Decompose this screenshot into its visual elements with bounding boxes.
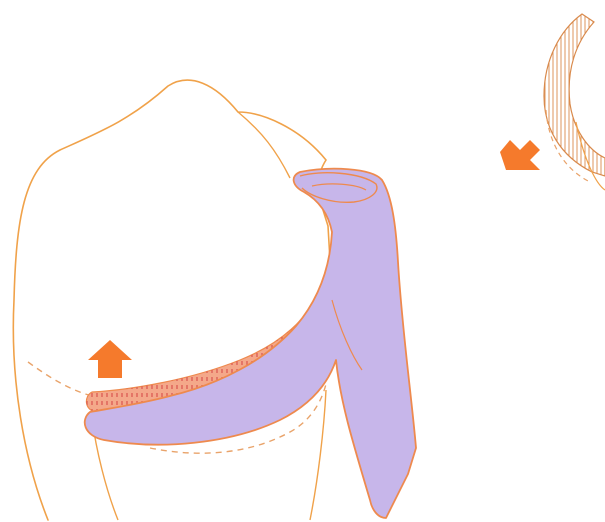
lower-outline-right xyxy=(310,390,326,520)
head-outline xyxy=(13,80,330,520)
rotation-flap xyxy=(85,169,416,518)
arrow-up-icon xyxy=(88,340,132,378)
inner-contour xyxy=(238,112,290,178)
inset-crescent xyxy=(544,14,605,176)
dashed-incision-left xyxy=(28,362,92,396)
arrow-down-left-icon xyxy=(500,140,540,170)
